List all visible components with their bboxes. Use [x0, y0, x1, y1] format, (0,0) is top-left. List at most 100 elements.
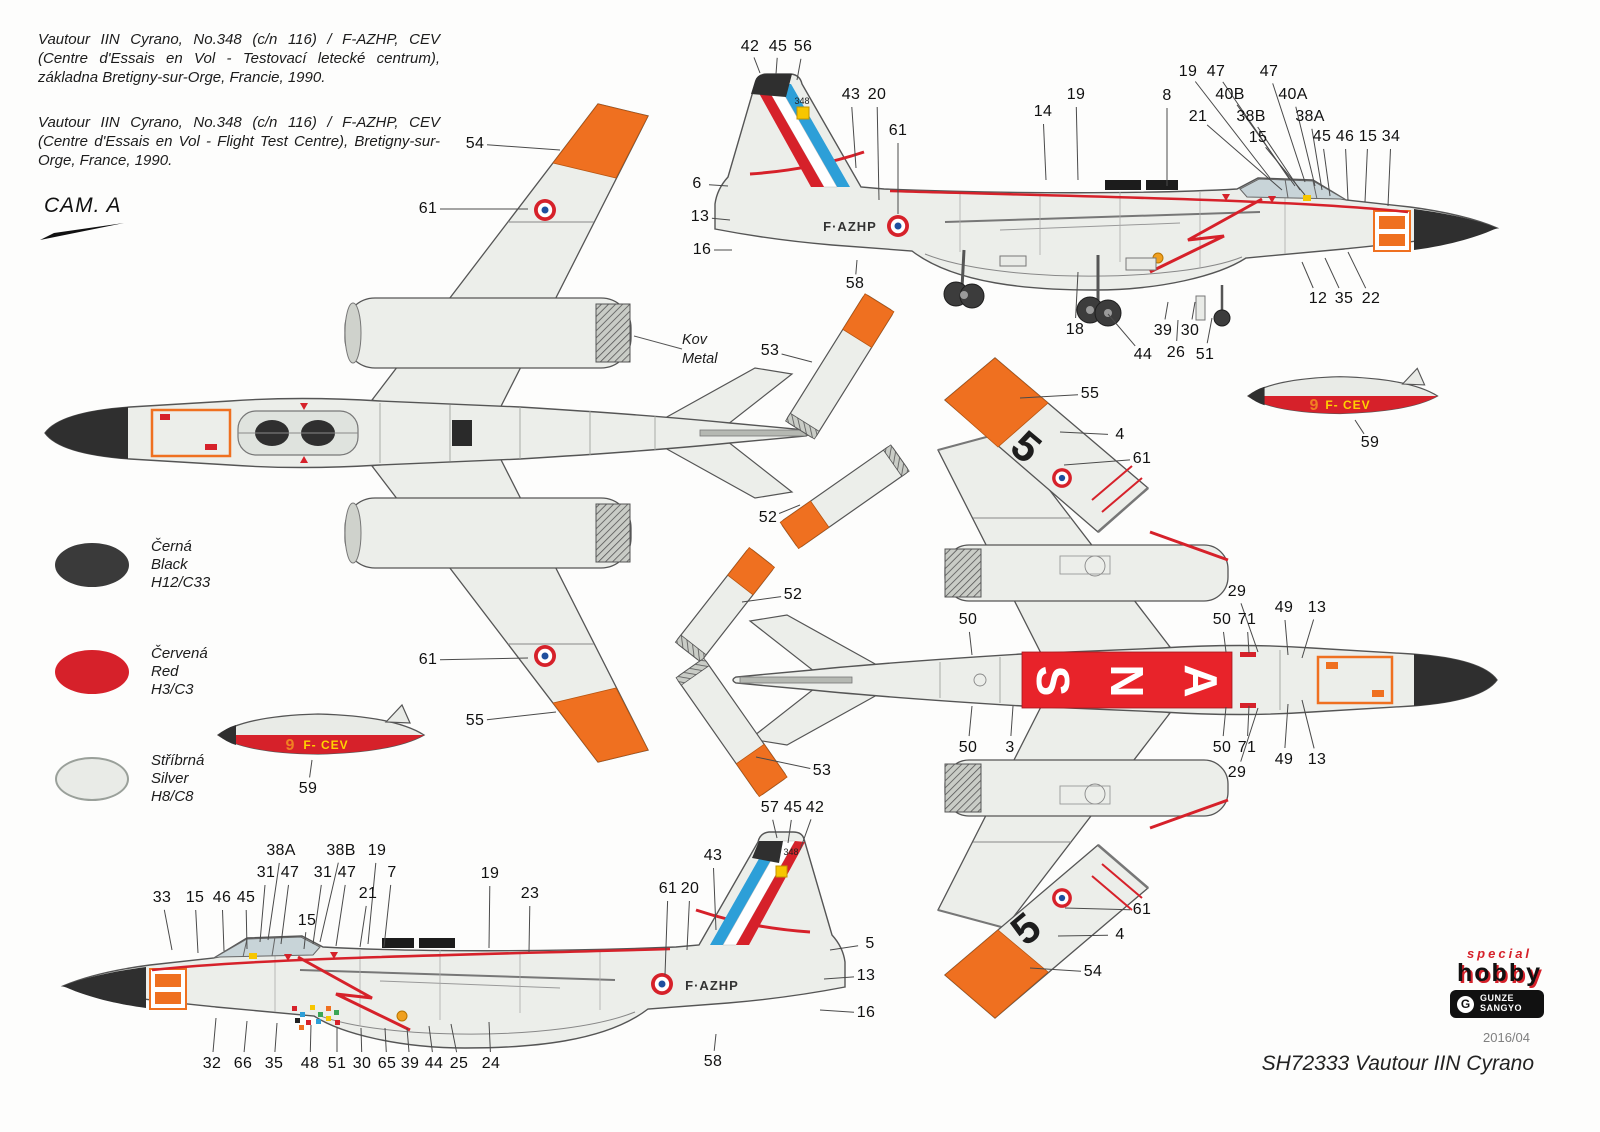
color-name-cz: Stříbrná	[151, 752, 205, 769]
leader-line	[1301, 261, 1314, 289]
tank-code: F- CEV	[1325, 398, 1370, 412]
legend-row-black: Černá Black H12/C33	[55, 538, 210, 592]
outer-wing-panel-upper: 5	[943, 357, 1149, 533]
leader-line	[1301, 699, 1315, 749]
nose-cone	[45, 407, 128, 459]
color-legend: Černá Black H12/C33 Červená Red H3/C3 St…	[55, 538, 210, 859]
leader-line	[1176, 319, 1179, 342]
panel-letter: N	[1101, 664, 1153, 697]
fin-edge	[739, 676, 853, 684]
leader-line	[1194, 81, 1271, 179]
color-code: H12/C33	[151, 574, 211, 591]
swoosh-underline-icon	[40, 223, 124, 240]
leader-line	[1265, 146, 1306, 196]
stencil-cluster	[292, 1005, 340, 1030]
leader-line	[799, 819, 812, 851]
leader-line	[1164, 301, 1169, 320]
fin-badge-icon	[796, 106, 810, 120]
side-view-top-right: 348 F·AZHP	[715, 74, 1497, 327]
registration-text: F·AZHP	[685, 978, 739, 993]
leader-line	[1354, 419, 1365, 435]
tank-digit: 9	[286, 737, 295, 754]
leader-line	[384, 1027, 387, 1053]
leader-line	[1236, 104, 1296, 187]
color-name-en: Red	[151, 663, 179, 680]
leader-line	[280, 884, 289, 945]
leader-line	[488, 1021, 491, 1053]
leader-line	[968, 705, 973, 737]
leader-line	[708, 184, 729, 187]
leader-line	[781, 353, 813, 363]
red-code-panel	[1021, 651, 1233, 709]
leader-line	[1059, 431, 1109, 435]
color-name-cz: Červená	[151, 645, 208, 662]
leader-line	[309, 759, 313, 778]
leader-line	[1063, 459, 1131, 466]
plan-view-top	[44, 103, 810, 763]
jetpipe-lower	[944, 763, 982, 813]
leader-line	[1075, 106, 1079, 181]
leader-line	[1301, 619, 1315, 659]
leader-line	[1387, 148, 1391, 207]
panel-lines	[379, 403, 656, 463]
gunze-g-icon: G	[1457, 995, 1474, 1013]
tank-code: F- CEV	[303, 738, 348, 752]
leader-line	[1029, 967, 1082, 972]
leader-line	[1057, 934, 1109, 937]
leader-line	[274, 1022, 278, 1053]
leader-line	[450, 1023, 458, 1053]
color-swatch-red	[55, 650, 129, 694]
leader-line	[787, 819, 792, 844]
fin-badge-icon	[775, 865, 788, 878]
leader-line	[1311, 128, 1323, 191]
jetpipe-lower	[595, 503, 631, 563]
leader-line	[303, 932, 307, 950]
leader-line	[1206, 124, 1283, 191]
panel-letter: A	[1175, 664, 1227, 697]
leader-line	[259, 884, 266, 943]
leader-line	[267, 862, 280, 941]
leader-line	[312, 884, 322, 945]
leader-line	[968, 631, 973, 656]
leader-line	[1240, 603, 1259, 653]
nose-cone	[1414, 654, 1497, 706]
color-swatch-silver	[55, 757, 129, 801]
plan-view-bottom: S N A	[732, 431, 1498, 929]
metal-note-cz: Kov	[682, 332, 707, 348]
panel-letter: S	[1027, 666, 1079, 697]
issue-date: 2016/04	[1483, 1030, 1530, 1045]
camouflage-label: CAM. A	[44, 194, 122, 217]
leader-line	[212, 1017, 217, 1053]
brand-hobby: hobby	[1457, 959, 1542, 987]
leader-line	[713, 867, 717, 931]
registration-text: F·AZHP	[823, 219, 877, 234]
leader-line	[1347, 251, 1367, 289]
leader-line	[1284, 619, 1289, 656]
leader-line	[664, 900, 669, 976]
leader-line	[1345, 148, 1349, 201]
leader-line	[359, 905, 367, 948]
leader-line	[823, 976, 855, 980]
wingtip-orange-lower	[552, 687, 649, 763]
product-title: SH72333 Vautour IIN Cyrano	[1261, 1052, 1534, 1075]
leader-line	[775, 57, 778, 75]
leader-line	[319, 862, 339, 943]
leader-line	[755, 756, 811, 769]
gunze-line2: SANGYO	[1480, 1003, 1523, 1013]
leader-line	[686, 900, 690, 951]
tailplane-part-53-upper	[785, 293, 895, 440]
color-swatch-black	[55, 543, 129, 587]
leader-line	[222, 909, 225, 952]
leader-line	[486, 144, 561, 151]
title-paragraph-english: Vautour IIN Cyrano, No.348 (c/n 116) / F…	[38, 113, 440, 169]
leader-line	[1223, 631, 1227, 653]
color-name-cz: Černá	[151, 538, 192, 555]
tail-number: 348	[794, 96, 809, 106]
side-view-bottom-left: 348 F·AZHP	[63, 832, 845, 1048]
leader-line	[1075, 271, 1079, 319]
leader-line	[1324, 257, 1340, 289]
nose-orange-panel	[150, 408, 232, 458]
leader-line	[741, 596, 782, 603]
